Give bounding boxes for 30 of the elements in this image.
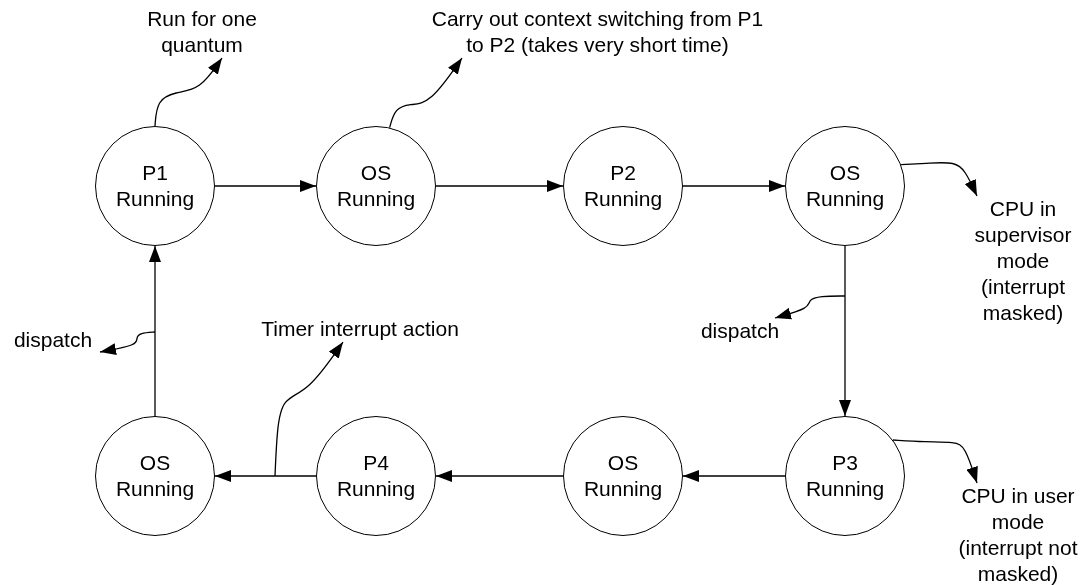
annotation-text: Carry out context switching from P1 to P2 (takes very short time)	[430, 6, 765, 58]
transition-arrow	[435, 180, 564, 192]
state-label: P2 Running	[582, 160, 664, 212]
state-label: OS Running	[582, 450, 664, 502]
transition-arrow	[435, 470, 564, 482]
state-label: OS Running	[804, 160, 886, 212]
curved-arrow	[389, 57, 463, 129]
transition-arrow	[839, 245, 851, 417]
transition-arrow	[682, 470, 786, 482]
curved-arrow	[900, 162, 978, 197]
annotation-text: dispatch	[699, 318, 781, 344]
curved-arrow	[774, 295, 846, 320]
annotation-text: dispatch	[12, 327, 94, 353]
curved-arrow	[99, 331, 156, 355]
curved-arrow	[154, 57, 223, 127]
curved-arrow	[892, 439, 978, 484]
state-label: P3 Running	[804, 450, 886, 502]
state-label: P4 Running	[335, 450, 417, 502]
transition-arrow	[149, 245, 161, 417]
annotation-text: Run for one quantum	[146, 6, 258, 58]
transition-arrow	[214, 180, 317, 192]
annotation-text: Timer interrupt action	[260, 316, 460, 342]
curved-arrow	[274, 341, 344, 477]
state-label: OS Running	[335, 160, 417, 212]
annotation-text: CPU in user mode (interrupt not masked)	[957, 483, 1079, 585]
transition-arrow	[214, 470, 317, 482]
state-label: P1 Running	[114, 160, 196, 212]
transition-arrow	[682, 180, 786, 192]
state-label: OS Running	[114, 450, 196, 502]
annotation-text: CPU in supervisor mode (interrupt masked)	[973, 196, 1073, 326]
